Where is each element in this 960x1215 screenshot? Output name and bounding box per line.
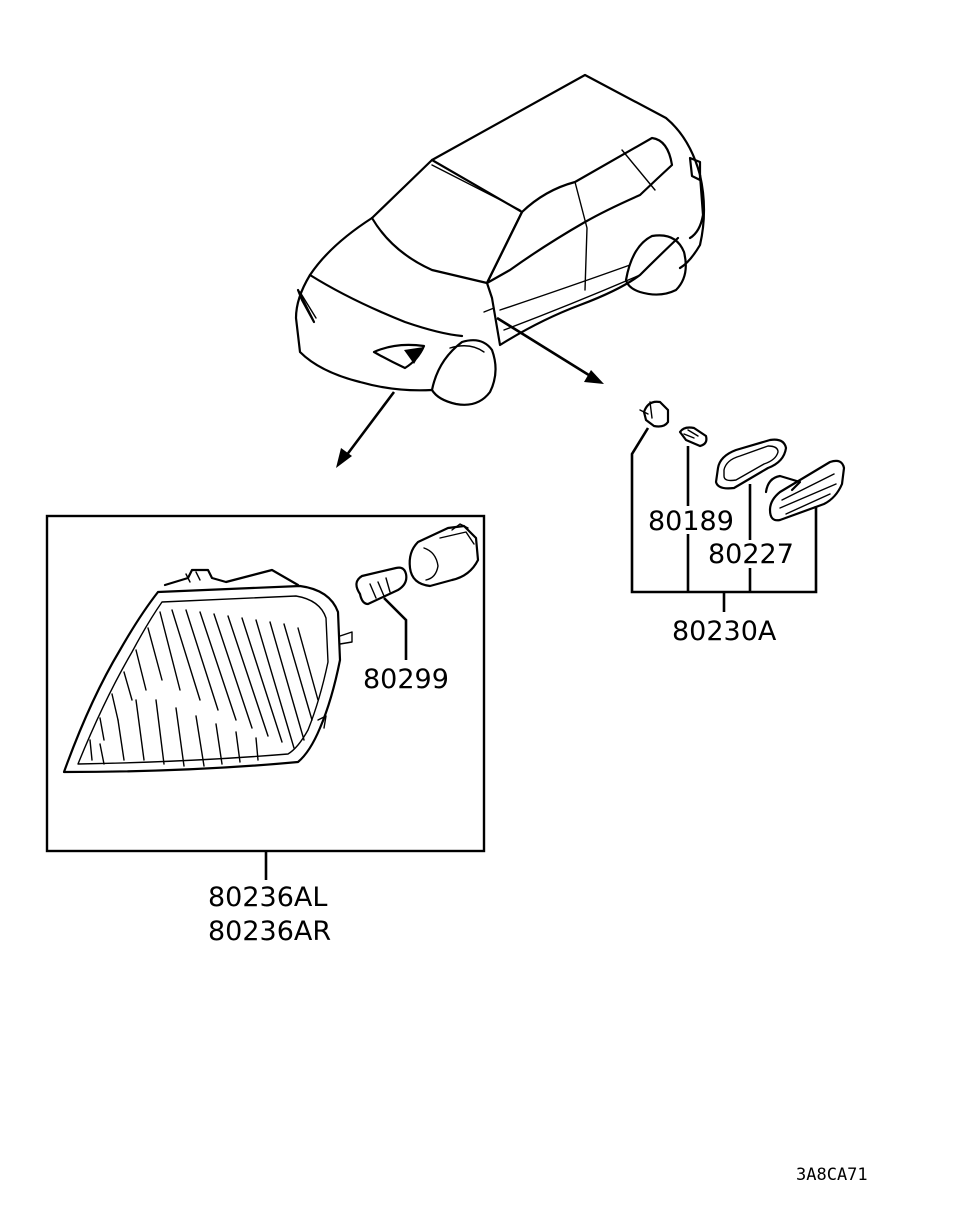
diagram-code: 3A8CA71 xyxy=(796,1165,868,1185)
label-side-marker-gasket: 80227 xyxy=(708,539,794,570)
arrow-to-side-marker xyxy=(496,316,604,384)
corner-bulb-illustration xyxy=(355,566,408,606)
label-corner-lamp-right: 80236AR xyxy=(208,916,331,947)
side-marker-lens-illustration xyxy=(764,459,846,522)
side-marker-socket-illustration xyxy=(639,400,670,428)
label-side-marker-bulb: 80189 xyxy=(648,506,734,537)
label-side-marker-assy: 80230A xyxy=(672,616,777,647)
label-corner-bulb: 80299 xyxy=(363,664,449,695)
corner-socket-illustration xyxy=(408,523,480,588)
label-corner-lamp-left: 80236AL xyxy=(208,882,327,913)
corner-lamp-illustration xyxy=(62,568,353,774)
arrow-to-corner-lamp xyxy=(336,391,396,468)
leader-corner-bulb xyxy=(383,597,408,660)
side-marker-bulb-illustration xyxy=(678,426,708,448)
vehicle-illustration xyxy=(294,73,706,406)
side-marker-gasket-illustration xyxy=(714,438,788,490)
